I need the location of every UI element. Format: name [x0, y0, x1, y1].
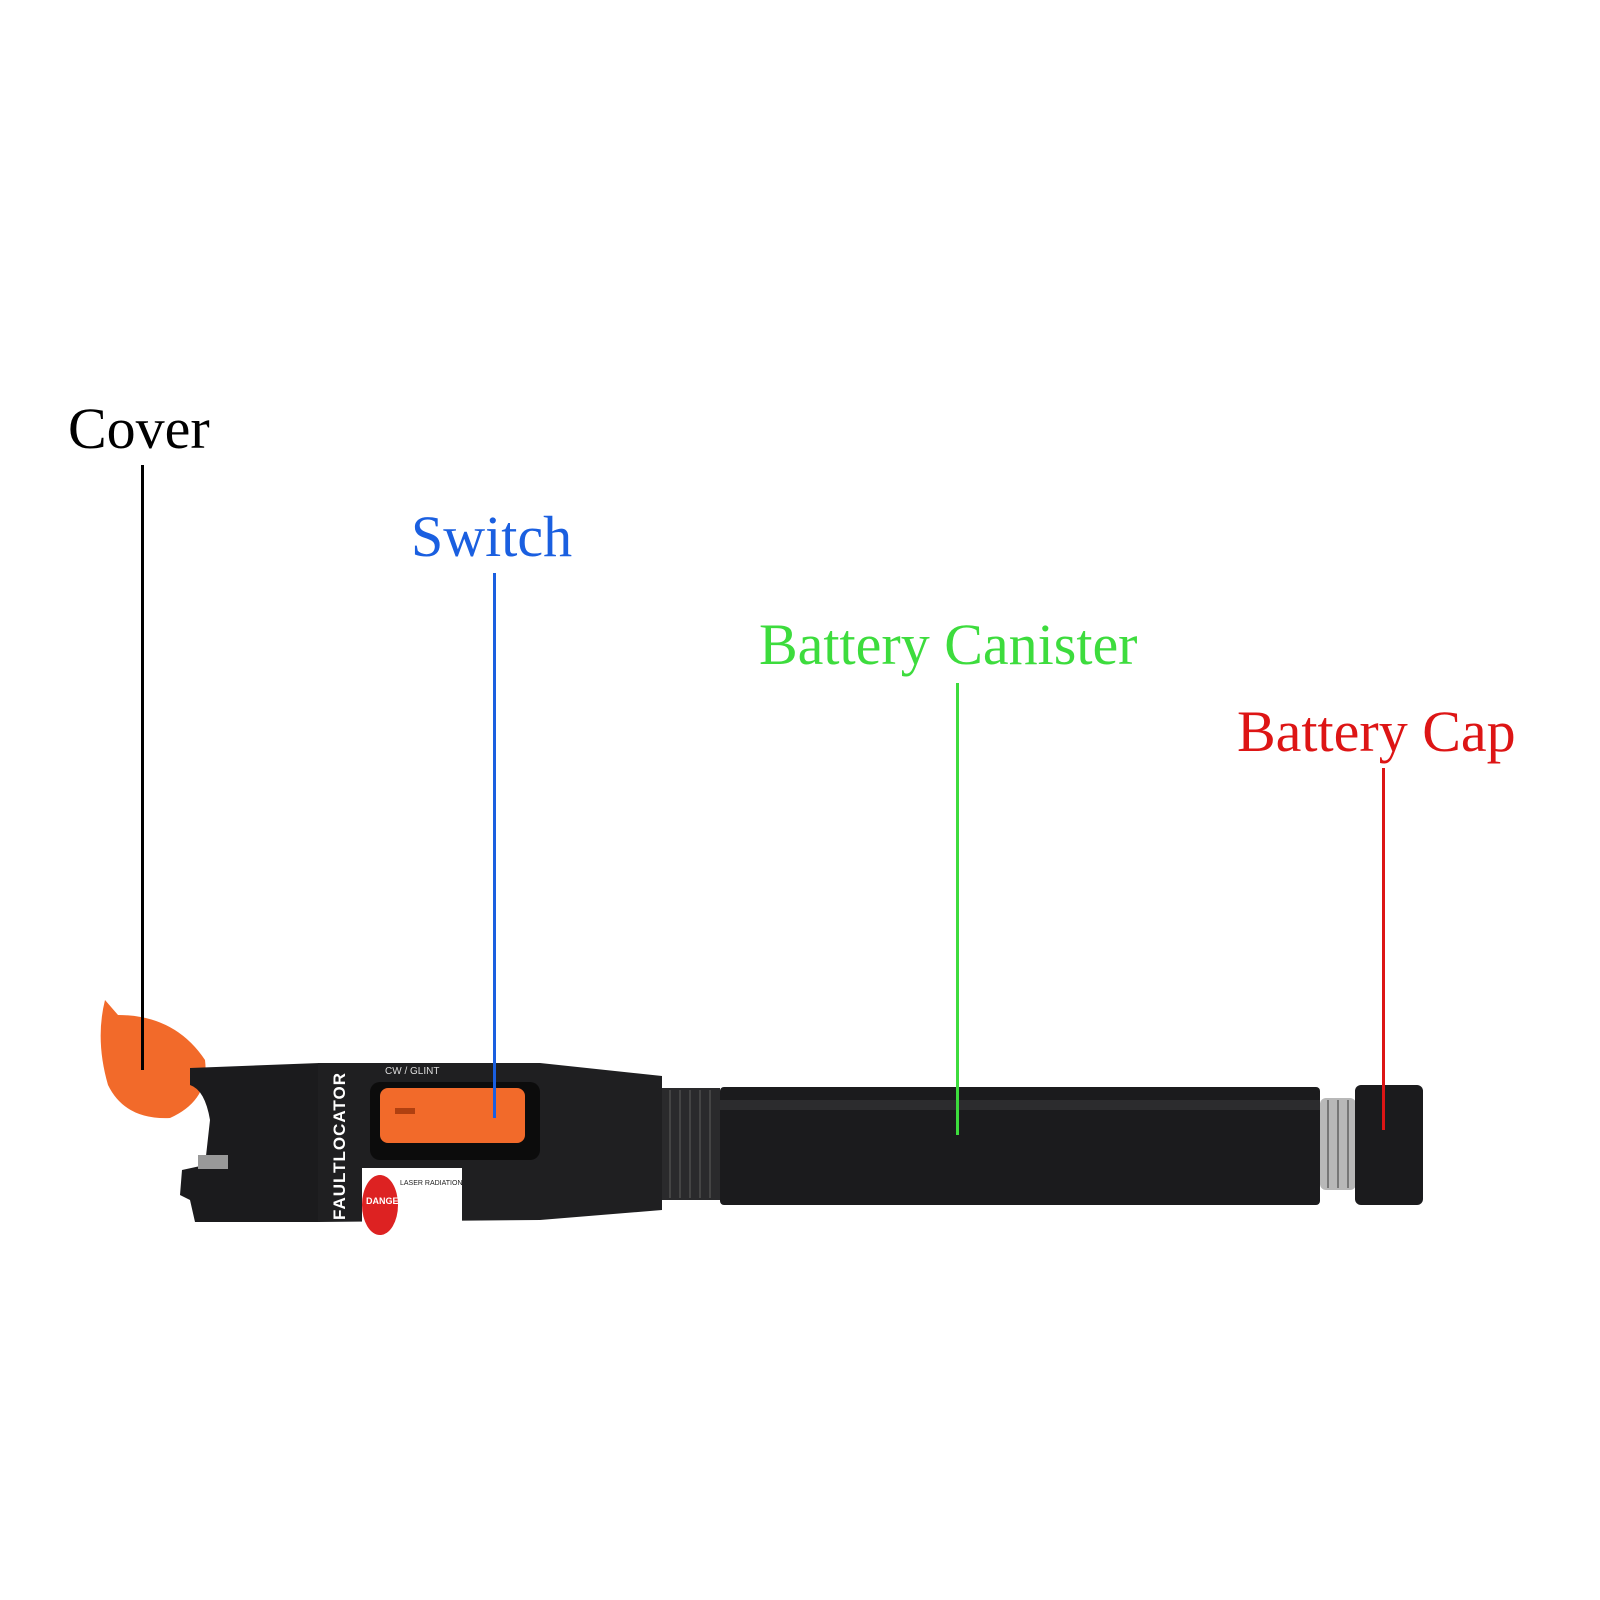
- label-cover: Cover: [68, 396, 210, 461]
- battery-canister-tube: [720, 1087, 1320, 1205]
- warning-badge: DANGER: [366, 1196, 406, 1206]
- label-switch: Switch: [411, 504, 573, 569]
- ferrule: [198, 1155, 228, 1169]
- leader-line-battery-canister: [956, 683, 959, 1135]
- battery-cap-body: [1355, 1085, 1423, 1205]
- leader-line-battery-cap: [1382, 768, 1385, 1130]
- mode-marks: CW / GLINT: [385, 1066, 440, 1077]
- device-head: [180, 1063, 320, 1222]
- label-battery-cap: Battery Cap: [1237, 699, 1516, 764]
- switch-slider: [380, 1088, 525, 1143]
- leader-line-switch: [493, 573, 496, 1118]
- warning-text: LASER RADIATION: [400, 1180, 463, 1187]
- cover-cap: [100, 1000, 206, 1119]
- body-print: FAULTLOCATOR: [330, 1072, 349, 1220]
- label-battery-canister: Battery Canister: [759, 612, 1138, 677]
- leader-line-cover: [141, 465, 144, 1070]
